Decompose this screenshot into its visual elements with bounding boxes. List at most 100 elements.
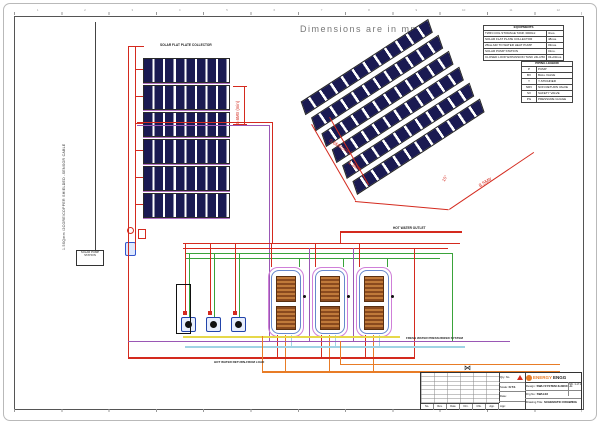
scale-cell: Scale: N.T.S xyxy=(499,383,525,392)
pump-symbol xyxy=(181,317,196,332)
app-cell: App: xyxy=(499,402,525,411)
pipe xyxy=(239,253,240,318)
sensor-cable-label: 1.5SQmm /2CORE/COPPER SHIELDED -SENSOR C… xyxy=(62,143,66,250)
date-cell: Date: xyxy=(499,392,525,402)
grid-ticks-bottom xyxy=(14,409,582,412)
grid-number: 2 xyxy=(84,8,86,12)
tank-coil-lower xyxy=(320,306,340,330)
valve-symbol xyxy=(183,311,187,315)
pipe xyxy=(271,243,272,267)
company-logo-icon xyxy=(526,374,532,381)
pipe xyxy=(189,253,190,318)
control-panel-box xyxy=(176,284,191,334)
valve-symbol xyxy=(208,311,212,315)
pipe xyxy=(186,258,440,259)
pipe xyxy=(379,335,380,346)
pipe xyxy=(135,204,143,205)
pipe xyxy=(414,248,415,357)
pipe xyxy=(340,364,560,365)
collector-row xyxy=(143,112,230,137)
valve-bowtie-icon: ⋈ xyxy=(464,365,471,372)
pipe xyxy=(135,96,143,97)
dimension-tick xyxy=(233,86,247,87)
pipe-hot-water-return xyxy=(262,371,560,373)
pipe xyxy=(452,253,453,341)
tank-coil-upper xyxy=(320,276,340,302)
fresh-water-label: FRESH WATER PRESSURIZED SYSTEM xyxy=(406,336,463,340)
title-block-right: ENERGY ENGG Design: SWH SYSTEM 3x3000 Lt… xyxy=(525,373,581,409)
equipment-table: EQUIPMENTS TWIN COIL STORAGE TANK 3000Lt… xyxy=(482,25,565,61)
app-label: App: xyxy=(500,403,506,408)
pipe xyxy=(214,253,215,318)
valve-symbol xyxy=(138,229,146,239)
equipment-item: CLOSED LOOP EXPANSION TANK 24Ltr/50 xyxy=(483,54,547,61)
pump-symbol xyxy=(206,317,221,332)
pipe xyxy=(335,335,336,346)
pipe xyxy=(128,46,144,47)
qty-cell: Qty. No. xyxy=(499,373,525,383)
pipe xyxy=(343,258,344,267)
hot-water-outlet-label: HOT WATER OUTLET xyxy=(393,226,426,230)
legend-symbol: PG xyxy=(521,96,537,103)
pipe xyxy=(135,69,143,70)
tank-coil-lower xyxy=(364,306,384,330)
pipe xyxy=(285,335,286,371)
collector-row xyxy=(143,193,230,218)
grid-number: 4 xyxy=(178,8,181,12)
scale-label: Scale: xyxy=(500,384,508,389)
grid-number: 10 xyxy=(461,8,466,12)
pipe xyxy=(186,253,452,254)
dimension-line xyxy=(244,86,245,124)
drg-no-label: Drg No: xyxy=(526,391,536,396)
pump-symbol xyxy=(231,317,246,332)
drawing-frame xyxy=(14,16,584,410)
pipe xyxy=(309,248,310,341)
collector-row xyxy=(143,166,230,191)
tank-coil-lower xyxy=(276,306,296,330)
tank-inner-shell xyxy=(271,270,301,334)
revision-header: Rev. xyxy=(434,404,447,410)
grid-ticks-top xyxy=(14,12,582,15)
design-value: SWH SYSTEM 3x3000 Ltr. xyxy=(536,383,573,388)
pipe-hot-water-outlet xyxy=(340,231,462,233)
expansion-tank-symbol xyxy=(127,227,134,234)
design-row: Design: SWH SYSTEM 3x3000 Ltr. xyxy=(525,383,581,391)
pipe-red-main xyxy=(128,357,415,359)
collector-field-label: SOLAR FLAT PLATE COLLECTOR xyxy=(160,43,212,47)
drg-no-row: Drg No: SWH-03 xyxy=(525,391,581,399)
pipe xyxy=(353,248,354,341)
pipe xyxy=(340,341,341,364)
tank-inner-shell xyxy=(359,270,389,334)
pipe xyxy=(235,243,236,312)
date-label: Date: xyxy=(500,394,507,398)
collector-row xyxy=(143,58,230,83)
pipe xyxy=(128,46,129,358)
pipe-purple-main xyxy=(128,341,510,342)
grid-number: 5 xyxy=(226,8,228,12)
pipe xyxy=(135,177,143,178)
sheet-cell: Sht. 1 of 1 xyxy=(568,382,581,396)
grid-number: 12 xyxy=(556,8,560,12)
valve-symbol xyxy=(233,311,237,315)
revision-header: App. xyxy=(486,404,499,410)
hot-water-return-label: HOT WATER RETURN-FROM LOAD xyxy=(214,360,265,364)
equipment-qty: 03+03nos. xyxy=(545,54,565,61)
title-block-mid-column: Qty. No. Scale: N.T.S Date: App: xyxy=(499,373,526,409)
grid-number: 7 xyxy=(320,8,323,12)
pipe xyxy=(137,122,273,123)
cable-tray-line xyxy=(95,22,96,250)
grid-number: 8 xyxy=(368,8,370,12)
pipe xyxy=(135,150,143,151)
dimension-text-row-gap: 0.6Mtr (min) xyxy=(235,100,240,124)
grid-number: 9 xyxy=(415,8,418,12)
pump-station-box: SOLAR PUMP STATION xyxy=(76,250,104,266)
revision-header: Chk. xyxy=(473,404,486,410)
tank-coil-upper xyxy=(276,276,296,302)
pipe xyxy=(340,231,341,244)
pipe xyxy=(135,46,136,250)
pipe xyxy=(135,123,143,124)
pipe xyxy=(210,243,211,312)
tank-port-dot xyxy=(391,295,394,298)
tank-coil-upper xyxy=(364,276,384,302)
